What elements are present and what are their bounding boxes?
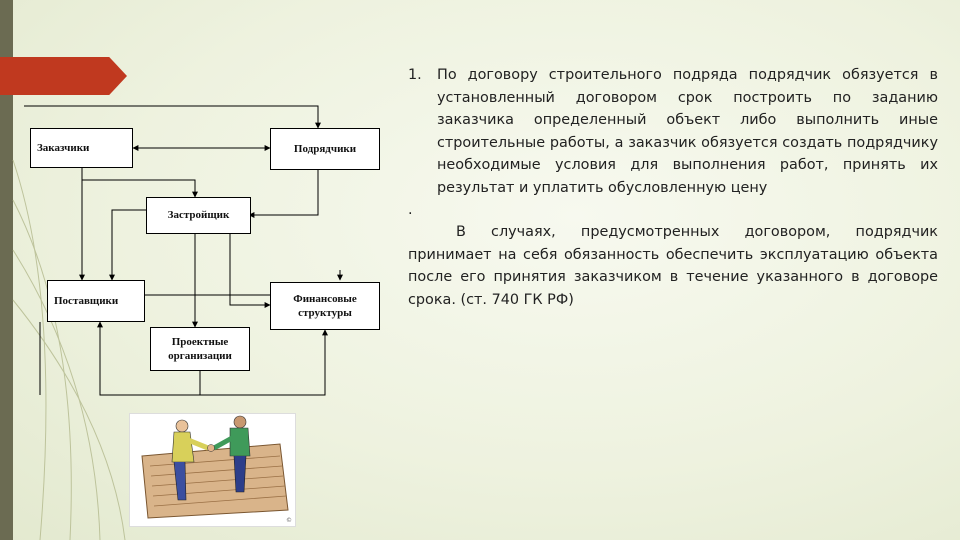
slide-accent-tab xyxy=(0,57,127,95)
slide-text: 1. По договору строительного подряда под… xyxy=(408,64,938,311)
item-body: По договору строительного подряда подряд… xyxy=(437,67,938,196)
developer-label: Застройщик xyxy=(167,209,230,222)
illustration-credit: © xyxy=(286,517,292,524)
box-developer: Застройщик xyxy=(146,197,251,234)
box-design-orgs: Проектные организации xyxy=(150,327,250,371)
handshake-icon xyxy=(141,415,289,519)
contractors-label: Подрядчики xyxy=(293,142,357,155)
suppliers-label: Поставщики xyxy=(54,294,119,307)
decorative-lines xyxy=(12,159,126,540)
box-customers: Заказчики xyxy=(30,128,133,168)
bullet-dot: . xyxy=(408,202,413,218)
finance-label-line1: Финансовые xyxy=(293,292,357,305)
box-suppliers: Поставщики xyxy=(47,280,145,322)
design-label-line1: Проектные xyxy=(171,335,229,348)
customers-label: Заказчики xyxy=(37,141,90,154)
finance-label-line2: структуры xyxy=(298,307,352,319)
org-diagram-connectors xyxy=(24,105,343,396)
item-number: 1. xyxy=(408,67,422,83)
box-finance: Финансовые структуры xyxy=(270,282,380,330)
paragraph: В случаях, предусмотренных договором, по… xyxy=(408,224,938,308)
design-label-line2: организации xyxy=(168,350,232,362)
left-accent-bar xyxy=(0,0,13,540)
box-contractors: Подрядчики xyxy=(270,128,380,170)
handshake-illustration: © xyxy=(129,413,296,527)
numbered-item: 1. По договору строительного подряда под… xyxy=(408,64,938,199)
